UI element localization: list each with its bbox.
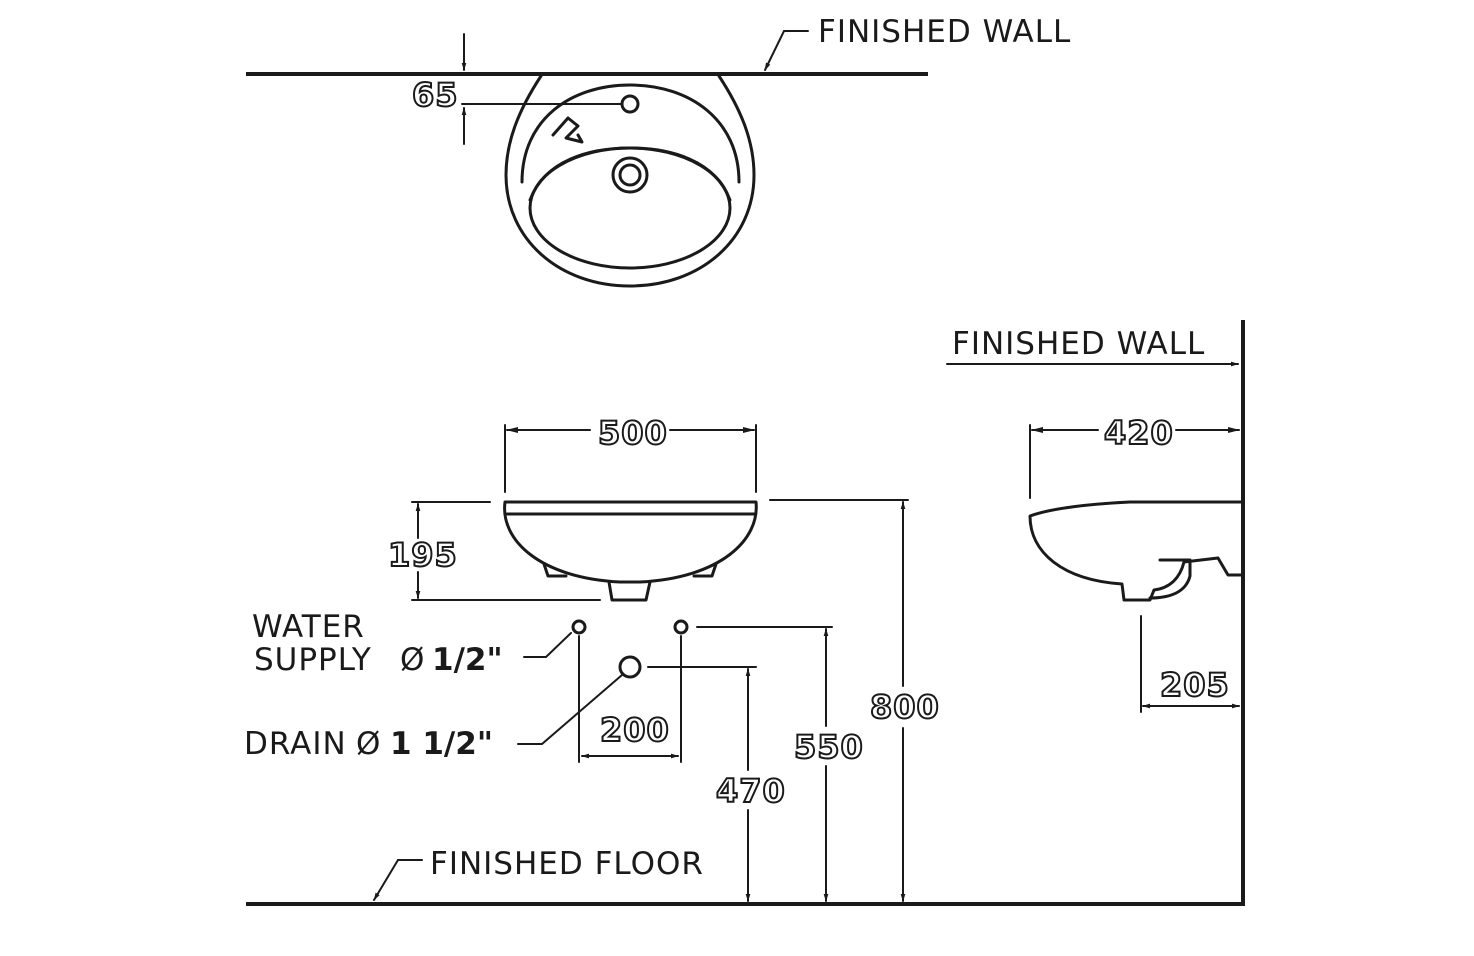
plan-view: FINISHED WALL 65 [246,14,1071,288]
basin-side-body [1028,500,1243,602]
tap-hole [620,94,640,114]
water-supply-size: 1/2" [432,642,503,678]
finished-wall-leader-top [764,30,809,71]
basin-side-trap [1148,558,1192,600]
water-supply-diameter-symbol: Ø [400,642,425,678]
finished-floor-leader [373,859,423,901]
drain-to-wall-dimension: 205 [1160,666,1230,704]
supply-height-dimension: 550 [794,728,864,766]
water-supply-left [571,619,587,635]
basin-height-dimension: 195 [388,536,458,574]
basin-bowl-top-edge [528,146,732,202]
drain-height-dimension: 470 [716,772,786,810]
basin-front-pedestal [607,580,652,602]
drain-leader [517,674,623,745]
water-supply-leader [523,632,572,658]
side-elevation: FINISHED WALL 420 205 [946,320,1245,906]
drain-hole-outer [611,156,649,194]
front-elevation: 500 195 WATER SUPPLY Ø 1/2" DRAIN Ø 1 1/… [244,413,1245,906]
finished-wall-label-side: FINISHED WALL [952,326,1205,362]
water-supply-label-line1: WATER [252,609,365,645]
basin-width-dimension: 500 [598,414,668,452]
basin-inner-rim [520,83,741,184]
drain-diameter-symbol: Ø [356,726,381,762]
rim-height-dimension: 800 [870,688,940,726]
supply-spacing-dimension: 200 [600,711,670,749]
basin-front-bracket-left [542,562,568,578]
drain-hole-inner [618,163,642,187]
water-supply-label-line2: SUPPLY [254,642,372,678]
basin-front-bracket-right [692,562,718,578]
drain-label: DRAIN [244,726,347,762]
finished-wall-label-top: FINISHED WALL [818,14,1071,50]
drain-point [618,655,642,679]
basin-depth-dimension: 420 [1104,414,1174,452]
water-supply-right [673,619,689,635]
basin-outer-rim [504,74,756,288]
wall-offset-dimension: 65 [412,76,459,114]
basin-front-body [503,500,758,584]
finished-floor-label: FINISHED FLOOR [430,846,704,882]
overflow-slot [551,116,584,144]
drain-size: 1 1/2" [390,726,493,762]
